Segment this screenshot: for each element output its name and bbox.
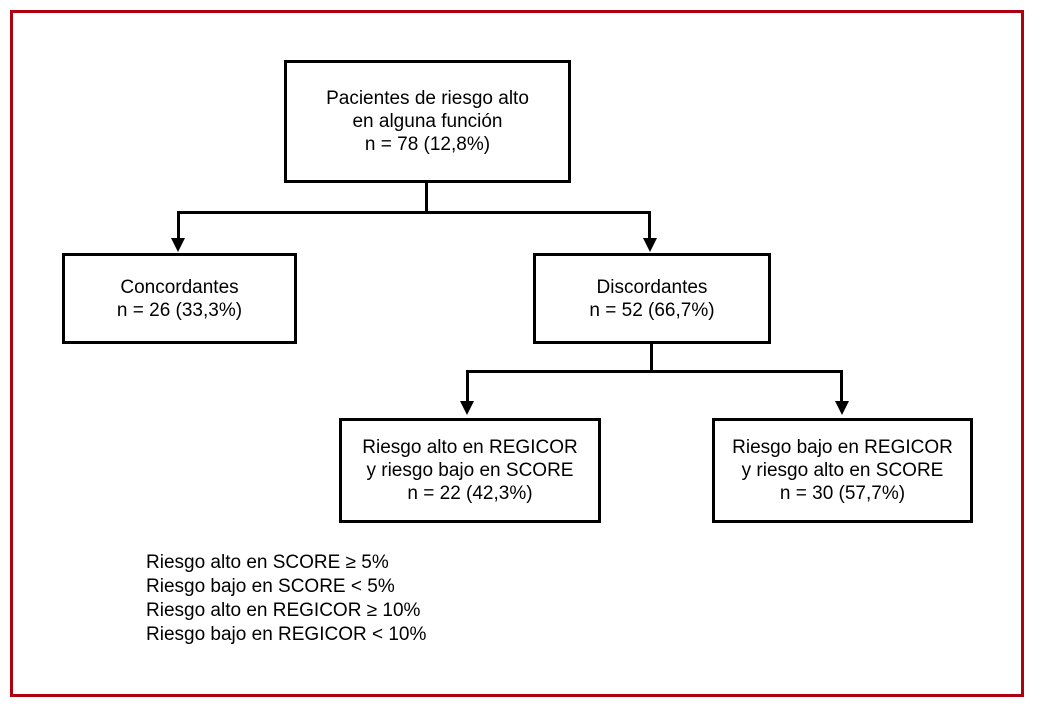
node-discordantes-label: Discordantes n = 52 (66,7%) — [589, 276, 715, 321]
connector-discordantes-stem — [650, 344, 653, 372]
connector-root-to-discordantes-vertical — [648, 211, 651, 239]
connector-root-stem — [425, 183, 428, 213]
node-regicor-alto-score-bajo-label: Riesgo alto en REGICOR y riesgo bajo en … — [362, 437, 578, 504]
figure-border — [10, 10, 1024, 697]
arrowhead-to-regicor-bajo — [835, 401, 849, 415]
legend: Riesgo alto en SCORE ≥ 5% Riesgo bajo en… — [146, 551, 426, 647]
connector-root-to-concordantes-vertical — [177, 211, 180, 239]
legend-line: Riesgo alto en SCORE ≥ 5% — [146, 552, 389, 573]
arrowhead-to-discordantes — [643, 238, 657, 252]
arrowhead-to-regicor-alto — [460, 401, 474, 415]
connector-root-horizontal-bar — [177, 211, 651, 214]
connector-discordantes-to-regicor-bajo-vertical — [840, 370, 843, 402]
node-regicor-bajo-score-alto-box: Riesgo bajo en REGICOR y riesgo alto en … — [712, 418, 973, 523]
connector-discordantes-horizontal-bar — [466, 370, 843, 373]
connector-discordantes-to-regicor-alto-vertical — [466, 370, 469, 402]
legend-line: Riesgo alto en REGICOR ≥ 10% — [146, 600, 421, 621]
node-concordantes-box: Concordantes n = 26 (33,3%) — [62, 253, 297, 344]
node-root-label: Pacientes de riesgo alto en alguna funci… — [326, 88, 529, 155]
node-concordantes-label: Concordantes n = 26 (33,3%) — [116, 276, 243, 321]
legend-line: Riesgo bajo en SCORE < 5% — [146, 576, 395, 597]
legend-line: Riesgo bajo en REGICOR < 10% — [146, 624, 427, 645]
node-discordantes-box: Discordantes n = 52 (66,7%) — [533, 253, 771, 344]
node-regicor-bajo-score-alto-label: Riesgo bajo en REGICOR y riesgo alto en … — [732, 437, 953, 504]
node-root-box: Pacientes de riesgo alto en alguna funci… — [284, 60, 571, 183]
arrowhead-to-concordantes — [171, 238, 185, 252]
node-regicor-alto-score-bajo-box: Riesgo alto en REGICOR y riesgo bajo en … — [339, 418, 601, 523]
